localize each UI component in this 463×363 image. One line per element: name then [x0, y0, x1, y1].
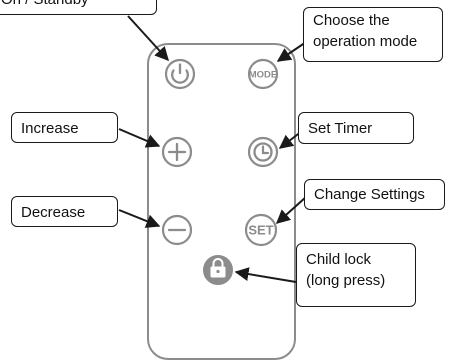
callout-power: On / Standby — [0, 0, 157, 15]
callout-child-lock-line-2: (long press) — [306, 272, 386, 289]
set-button-label: SET — [248, 223, 273, 238]
mode-button[interactable]: MODE — [247, 58, 279, 90]
callout-timer-text: Set Timer — [308, 120, 373, 137]
callout-increase-text: Increase — [21, 120, 79, 137]
arrow-child-lock — [234, 267, 297, 283]
plus-icon — [167, 142, 187, 162]
callout-child-lock-line-1: Child lock — [306, 251, 372, 268]
callout-mode: Choose the operation mode — [303, 7, 443, 62]
callout-power-text: On / Standby — [1, 0, 149, 10]
padlock-icon — [210, 258, 226, 278]
callout-mode-line-2: operation mode — [313, 33, 418, 50]
callout-mode-line-1: Choose the — [313, 12, 390, 29]
arrow-increase — [118, 128, 161, 148]
set-button[interactable]: SET — [244, 213, 278, 247]
callout-increase: Increase — [11, 112, 118, 143]
remote-body — [147, 43, 296, 360]
arrow-change-settings — [275, 196, 307, 224]
callout-decrease-text: Decrease — [21, 204, 86, 221]
timer-button[interactable] — [247, 136, 279, 168]
callout-decrease: Decrease — [11, 196, 118, 227]
callout-timer: Set Timer — [298, 112, 414, 144]
clock-icon — [253, 142, 273, 162]
increase-button[interactable] — [161, 136, 193, 168]
power-button[interactable] — [164, 58, 196, 90]
mode-button-label: MODE — [249, 70, 278, 81]
decrease-button[interactable] — [161, 214, 193, 246]
callout-child-lock: Child lock (long press) — [296, 243, 416, 307]
child-lock-button[interactable] — [203, 255, 233, 285]
power-icon — [171, 63, 189, 84]
callout-change-settings: Change Settings — [304, 179, 445, 210]
arrow-power — [127, 15, 169, 62]
arrow-decrease — [118, 209, 161, 228]
callout-change-settings-text: Change Settings — [314, 186, 425, 203]
